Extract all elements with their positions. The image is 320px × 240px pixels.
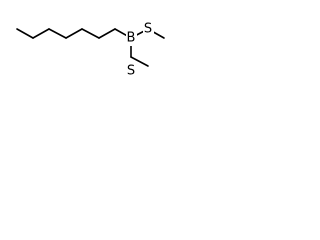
sulfur-bottom-label-bg bbox=[126, 63, 137, 79]
bond-c2-c3 bbox=[32, 28, 50, 39]
boron-label-bg bbox=[126, 30, 137, 46]
bond-c5-c6 bbox=[81, 28, 100, 39]
boron-atom-label: B bbox=[127, 31, 136, 46]
sulfur-top-atom-label: S bbox=[144, 22, 152, 37]
molecule-structure: B S S bbox=[16, 21, 165, 79]
sulfur-bottom-atom-label: S bbox=[127, 64, 135, 79]
bond-sulfur-bottom-methyl bbox=[130, 56, 149, 67]
bond-c1-c2 bbox=[16, 28, 34, 39]
bond-c4-c5 bbox=[65, 28, 83, 39]
bond-c6-c7 bbox=[98, 28, 116, 39]
sulfur-top-label-bg bbox=[143, 21, 154, 37]
bond-c3-c4 bbox=[48, 28, 67, 39]
